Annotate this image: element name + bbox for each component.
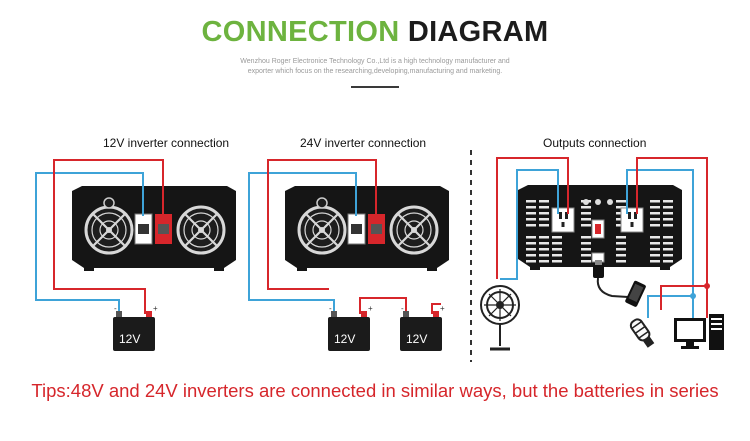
subtitle-line-1: Wenzhou Roger Electronice Technology Co.…	[240, 58, 510, 65]
wires-outputs	[496, 157, 708, 318]
wires-12v	[35, 159, 164, 314]
page-title: CONNECTION DIAGRAM	[0, 16, 750, 49]
ac-outlet-icon	[551, 207, 575, 233]
battery-2-label: 12V	[334, 332, 355, 346]
cooling-fan-icon	[389, 205, 439, 255]
wires-24v	[248, 159, 441, 314]
title-dark: DIAGRAM	[407, 16, 549, 48]
cooling-fan-icon	[297, 205, 347, 255]
panel-outputs-title: Outputs connection	[543, 136, 647, 150]
panel-24v-title: 24V inverter connection	[300, 136, 427, 150]
inverter-24v	[285, 186, 449, 271]
inverter-12v	[72, 186, 236, 271]
inverter-outputs	[518, 185, 682, 270]
title-underline	[351, 86, 399, 88]
title-green: CONNECTION	[201, 16, 400, 48]
company-subtitle: Wenzhou Roger Electronice Technology Co.…	[0, 57, 750, 77]
tips-text: Tips:48V and 24V inverters are connected…	[31, 380, 719, 401]
usb-plug-icon	[593, 260, 604, 278]
cooling-fan-icon	[84, 205, 134, 255]
phone-icon	[625, 280, 646, 307]
cooling-fan-icon	[176, 205, 226, 255]
light-bulb-icon	[629, 318, 655, 348]
computer-icon	[674, 314, 724, 350]
panel-12v-title: 12V inverter connection	[103, 136, 230, 150]
battery-3-label: 12V	[406, 332, 427, 346]
battery-1-label: 12V	[119, 332, 140, 346]
subtitle-line-2: exporter which focus on the researching,…	[247, 68, 503, 75]
ac-outlet-icon	[620, 207, 644, 233]
fan-icon	[480, 285, 520, 351]
